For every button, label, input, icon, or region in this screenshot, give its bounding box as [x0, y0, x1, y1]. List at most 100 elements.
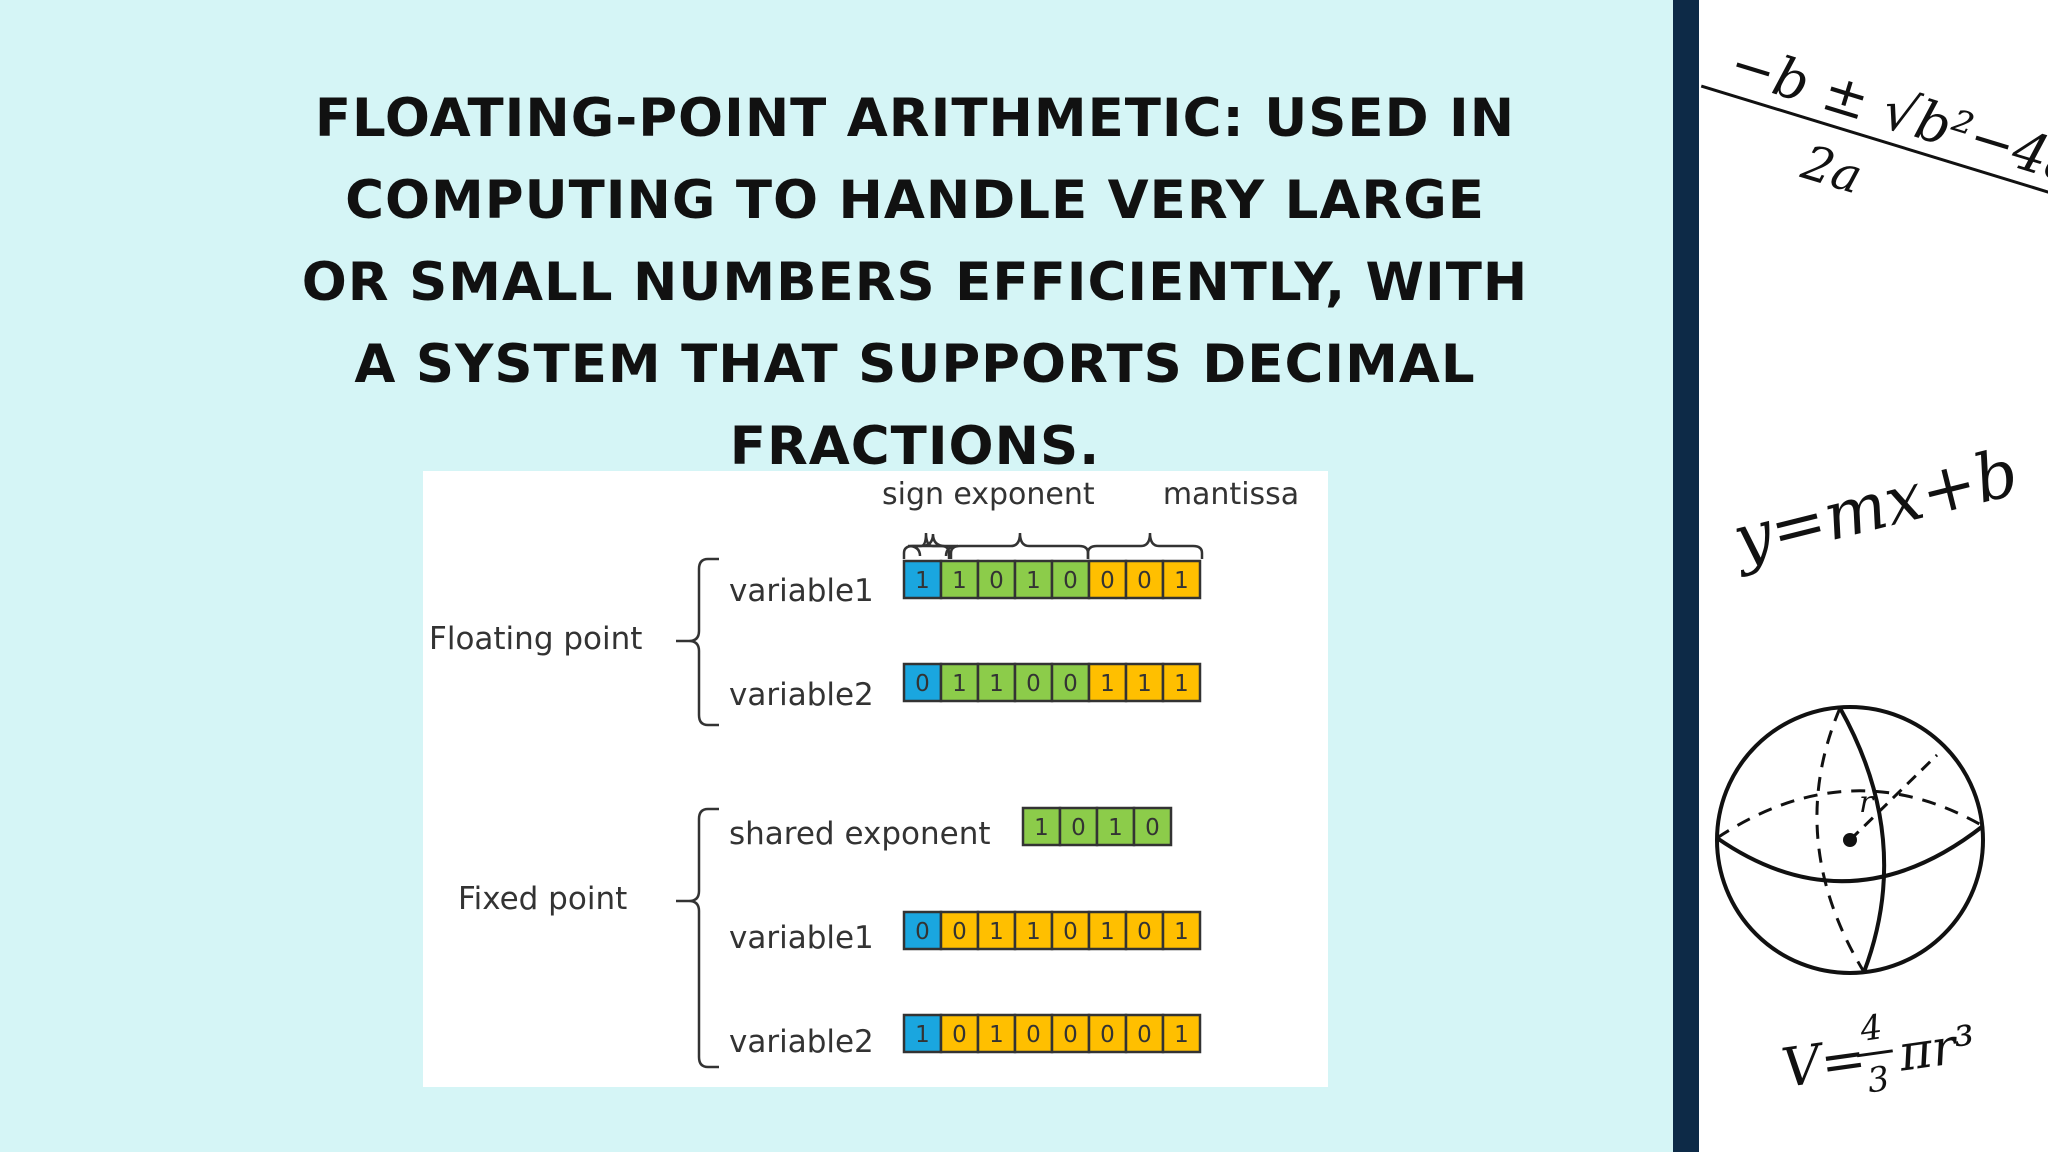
fp-variable1-bit-value-5: 0 — [1100, 568, 1115, 594]
volume-numerator: 4 — [1857, 1007, 1885, 1050]
fp-variable2-bit-value-4: 0 — [1063, 671, 1078, 697]
fraction-bar — [1700, 84, 2048, 208]
shared-exponent-bit-value-3: 0 — [1145, 815, 1160, 841]
quadratic-formula-sketch: −b ± √b²−4ac 2a — [1700, 31, 2048, 208]
fp-variable2-bit-cell-3 — [1013, 662, 1054, 703]
fx-variable2-bit-value-0: 1 — [915, 1022, 930, 1048]
shared-exponent-label: shared exponent — [729, 816, 991, 852]
exponent-brace — [949, 532, 1090, 559]
fixed-point-label: Fixed point — [458, 881, 627, 917]
fp-variable2-bit-value-0: 0 — [915, 671, 930, 697]
fx-variable2-bit-cell-7 — [1161, 1013, 1202, 1054]
fx-variable2-bit-cell-1 — [939, 1013, 980, 1054]
fp-variable2-label: variable2 — [729, 677, 874, 713]
fp-variable2-bit-cell-2 — [976, 662, 1017, 703]
fx-variable1-bit-value-5: 1 — [1100, 919, 1115, 945]
fp-variable1-bit-value-2: 0 — [989, 568, 1004, 594]
fp-variable2-bit-value-1: 1 — [952, 671, 967, 697]
sign-header: sign — [882, 477, 944, 512]
fp-variable2-bit-value-5: 1 — [1100, 671, 1115, 697]
sphere-equator-front — [1715, 824, 1985, 884]
fp-variable1-bit-cell-3 — [1013, 559, 1054, 600]
fx-variable1-bit-value-7: 1 — [1174, 919, 1189, 945]
panel-divider — [1673, 0, 1699, 1152]
line-equation-sketch: y=mx+b — [1723, 434, 2026, 580]
fx-variable1-bit-cell-7 — [1161, 910, 1202, 951]
fp-variable1-bit-value-6: 0 — [1137, 568, 1152, 594]
fx-variable1-bit-value-4: 0 — [1063, 919, 1078, 945]
fp-variable1-bit-value-3: 1 — [1026, 568, 1041, 594]
fp-variable1-bit-cell-7 — [1161, 559, 1202, 600]
fx-variable2-bit-cell-3 — [1013, 1013, 1054, 1054]
sphere-volume-sketch: V= 4 3 πr³ — [1778, 1007, 1980, 1102]
fx-variable1-bit-cell-2 — [976, 910, 1017, 951]
fp-variable1-bit-cell-6 — [1124, 559, 1165, 600]
fx-variable2-bit-value-2: 1 — [989, 1022, 1004, 1048]
number-format-diagram: sign exponent mantissa Floating point Fi… — [423, 471, 1328, 1087]
sphere-radius-line — [1848, 753, 1939, 842]
fx-variable2-bit-cell-4 — [1050, 1013, 1091, 1054]
volume-prefix: V= — [1778, 1026, 1870, 1100]
exponent-header: exponent — [953, 477, 1095, 512]
line-equation: y=mx+b — [1723, 434, 2026, 580]
shared-exponent-bit-value-2: 1 — [1108, 815, 1123, 841]
fp-variable1-bit-value-1: 1 — [952, 568, 967, 594]
fp-variable1-bit-value-4: 0 — [1063, 568, 1078, 594]
volume-denominator: 3 — [1865, 1059, 1892, 1102]
fx-variable2-bit-value-6: 0 — [1137, 1022, 1152, 1048]
fp-variable1-bit-cell-2 — [976, 559, 1017, 600]
sphere-center-dot — [1843, 833, 1857, 847]
fp-variable2-bit-value-6: 1 — [1137, 671, 1152, 697]
fx-variable1-bit-cell-3 — [1013, 910, 1054, 951]
shared-exponent-bit-cell-3 — [1132, 806, 1173, 847]
shared-exponent-bit-value-1: 0 — [1071, 815, 1086, 841]
fx-variable1-bit-value-0: 0 — [915, 919, 930, 945]
sign-brace-simple — [902, 532, 951, 559]
slide-title: Floating-point arithmetic: Used in compu… — [301, 88, 1529, 477]
fx-variable2-bit-cell-2 — [976, 1013, 1017, 1054]
fx-variable1-bit-cell-1 — [939, 910, 980, 951]
fx-variable1-bit-cell-6 — [1124, 910, 1165, 951]
fixed-point-brace — [676, 807, 719, 1069]
math-sketches-svg: −b ± √b²−4ac 2a y=mx+b r V= 4 3 πr³ — [1700, 31, 2048, 1102]
fx-variable1-bit-value-6: 0 — [1137, 919, 1152, 945]
fx-variable2-bit-value-1: 0 — [952, 1022, 967, 1048]
fp-variable2-bit-value-3: 0 — [1026, 671, 1041, 697]
sphere-equator-back — [1716, 789, 1984, 840]
sphere-radius-label: r — [1859, 785, 1875, 820]
shared-exponent-bit-value-0: 1 — [1034, 815, 1049, 841]
quadratic-denominator: 2a — [1795, 134, 1869, 205]
fp-variable2-bit-cell-5 — [1087, 662, 1128, 703]
fx-variable2-label: variable2 — [729, 1024, 874, 1060]
fp-variable1-bit-value-7: 1 — [1174, 568, 1189, 594]
math-sketch-panel: −b ± √b²−4ac 2a y=mx+b r V= 4 3 πr³ — [1699, 0, 2048, 1152]
quadratic-numerator: −b ± √b²−4ac — [1723, 31, 2048, 206]
mantissa-brace — [1086, 532, 1204, 559]
slide-content-area: Floating-point arithmetic: Used in compu… — [301, 88, 1529, 1087]
mantissa-header: mantissa — [1163, 477, 1299, 512]
sphere-meridian-back — [1815, 707, 1866, 973]
fx-variable1-bit-value-1: 0 — [952, 919, 967, 945]
diagram-svg: sign exponent mantissa Floating point Fi… — [429, 477, 1299, 1069]
fp-variable1-bit-cell-5 — [1087, 559, 1128, 600]
fp-variable2-bit-value-7: 1 — [1174, 671, 1189, 697]
floating-point-brace — [676, 557, 719, 727]
fx-variable2-bit-value-3: 0 — [1026, 1022, 1041, 1048]
volume-fraction-bar — [1856, 1049, 1893, 1058]
shared-exponent-bit-cell-0 — [1021, 806, 1062, 847]
volume-suffix: πr³ — [1894, 1015, 1979, 1083]
sphere-meridian-front — [1838, 707, 1887, 973]
fx-variable2-bit-value-7: 1 — [1174, 1022, 1189, 1048]
floating-point-label: Floating point — [429, 621, 642, 657]
fx-variable1-bit-value-3: 1 — [1026, 919, 1041, 945]
fp-variable1-label: variable1 — [729, 573, 874, 609]
fx-variable1-bit-cell-5 — [1087, 910, 1128, 951]
fp-variable2-bit-cell-7 — [1161, 662, 1202, 703]
fp-variable2-bit-value-2: 1 — [989, 671, 1004, 697]
fp-variable2-bit-cell-0 — [902, 662, 943, 703]
sphere-sketch: r — [1715, 705, 1985, 975]
fx-variable1-bit-value-2: 1 — [989, 919, 1004, 945]
fx-variable1-label: variable1 — [729, 920, 874, 956]
fx-variable2-bit-value-4: 0 — [1063, 1022, 1078, 1048]
